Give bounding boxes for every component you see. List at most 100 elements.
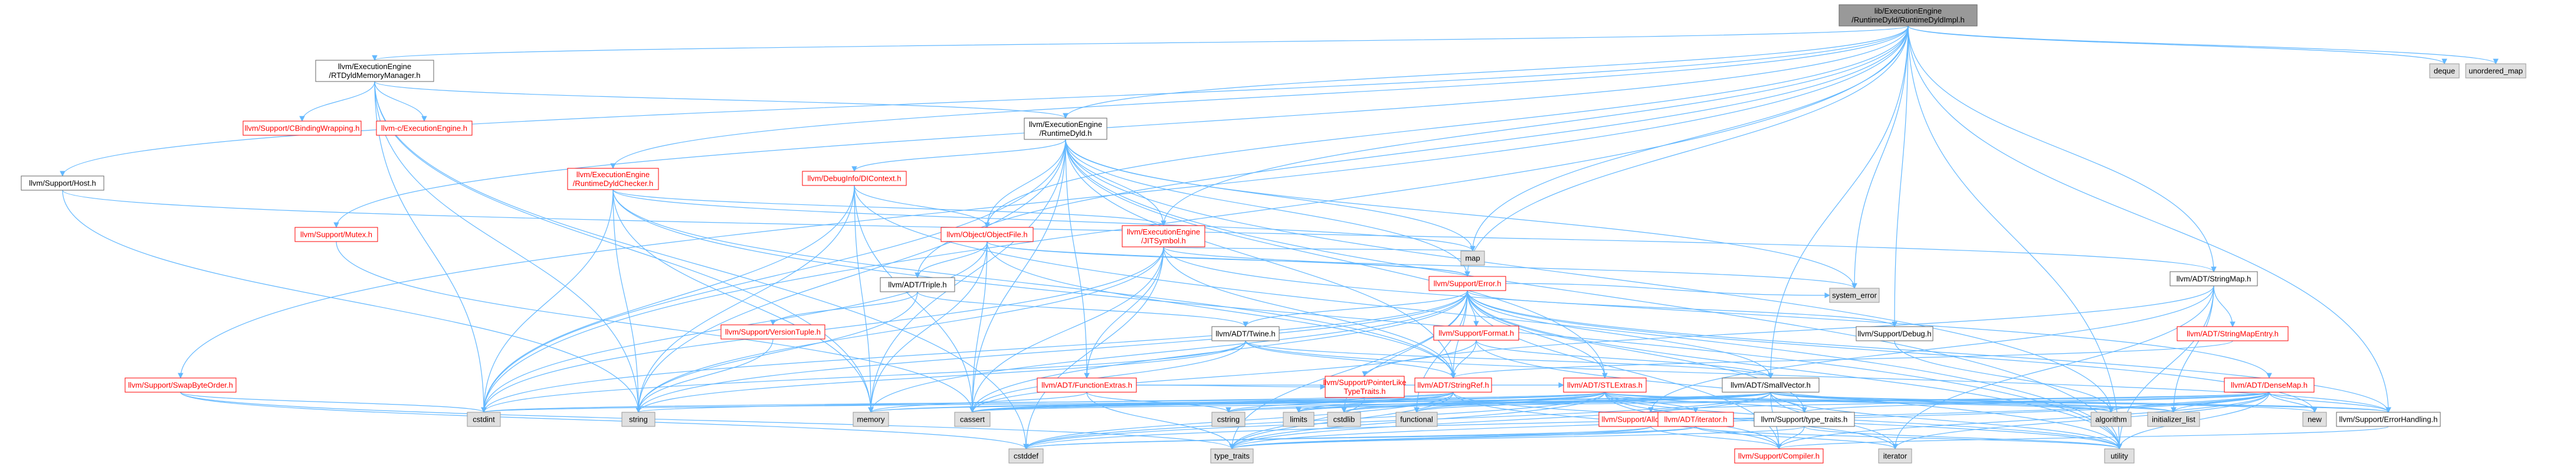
node-label: llvm/Support/Debug.h [1857,330,1931,338]
node-map: map [1460,250,1485,266]
node-box [315,60,434,82]
node-mutex[interactable]: llvm/Support/Mutex.h [294,227,378,242]
node-label: string [629,415,648,424]
edge-errorhandling-to-compiler [1776,426,2389,449]
node-label: llvm/Support/PointerLike [1323,378,1407,387]
node-host[interactable]: llvm/Support/Host.h [21,175,104,191]
edge-jitsymbol-to-densemap [1163,246,2272,379]
edge-densemap-to-algorithm [2108,392,2270,413]
node-compiler[interactable]: llvm/Support/Compiler.h [1734,448,1824,464]
node-label: llvm/Support/SwapByteOrder.h [128,381,233,390]
edge-rtdyldmm-to-string [374,81,641,413]
node-box [2224,377,2315,393]
edge-dicontext-to-utility [854,185,2122,449]
node-objectfile[interactable]: llvm/Object/ObjectFile.h [940,227,1034,242]
node-label: llvm/Support/Compiler.h [1738,452,1820,461]
node-label: llvm/DebugInfo/DIContext.h [808,174,902,183]
edge-runtimedyld-to-dicontext [851,139,1066,172]
node-label: system_error [1832,291,1877,300]
edge-format-to-stringref [1450,340,1477,379]
node-smallvector[interactable]: llvm/ADT/SmallVector.h [1722,377,1820,393]
edge-twine-to-cstdint [481,340,1246,413]
edge-focus-to-swapbyteorder [178,25,1909,379]
node-typetraits-h[interactable]: llvm/Support/type_traits.h [1754,412,1855,427]
node-box [1210,448,1254,464]
node-stlextras[interactable]: llvm/ADT/STLExtras.h [1563,377,1647,393]
edge-stlextras-to-limits [1296,392,1605,413]
node-triple[interactable]: llvm/ADT/Triple.h [880,277,955,292]
node-error[interactable]: llvm/Support/Error.h [1428,276,1506,291]
edge-focus-to-jitsymbol [1161,25,1909,226]
node-label: llvm/ADT/SmallVector.h [1731,381,1811,390]
node-stringmapentry[interactable]: llvm/ADT/StringMapEntry.h [2177,326,2289,341]
node-stringref[interactable]: llvm/ADT/StringRef.h [1414,377,1492,393]
edge-smallvector-to-memory [868,392,1771,413]
edge-error-to-utility [1467,290,2122,449]
edge-functionextras-to-pointerlike [1136,384,1326,390]
node-adtiterator[interactable]: llvm/ADT/iterator.h [1657,412,1734,427]
edge-densemap-to-iterator [1892,392,2270,449]
node-densemap[interactable]: llvm/ADT/DenseMap.h [2224,377,2315,393]
node-stringmap[interactable]: llvm/ADT/StringMap.h [2169,271,2258,286]
node-label: llvm/Object/ObjectFile.h [946,230,1027,239]
edge-adtiterator-to-type_traits [1229,426,1696,449]
node-errorhandling[interactable]: llvm/Support/ErrorHandling.h [2336,412,2441,427]
node-format[interactable]: llvm/Support/Format.h [1433,325,1519,341]
edge-objectfile-to-memory [868,241,988,413]
node-box [2104,448,2135,464]
node-swapbyteorder[interactable]: llvm/Support/SwapByteOrder.h [124,377,237,393]
node-label: llvm/ADT/StringMap.h [2177,275,2251,283]
node-runtimedyld[interactable]: llvm/ExecutionEngine/RuntimeDyld.h [1024,118,1107,140]
edge-adtiterator-to-cstddef [1023,426,1696,449]
node-label: llvm/ExecutionEngine [1127,227,1200,236]
edge-stlextras-to-utility [1604,392,2122,449]
edge-dicontext-to-cassert [854,185,975,413]
edge-smallvector-to-utility [1770,392,2122,449]
node-box [1878,448,1912,464]
edge-error-to-cstdint [481,290,1468,413]
node-versiontuple[interactable]: llvm/Support/VersionTuple.h [720,324,825,340]
edge-objectfile-to-system_error [987,241,1857,289]
node-box [1414,377,1492,393]
node-box [1856,326,1933,341]
edge-stlextras-to-typetraits_h [1604,392,1807,413]
node-jitsymbol[interactable]: llvm/ExecutionEngine/JITSymbol.h [1122,225,1205,247]
node-memory: memory [853,412,889,427]
node-debug[interactable]: llvm/Support/Debug.h [1856,326,1933,341]
edge-dicontext-to-cstdint [481,185,855,413]
edge-runtimedyld-to-error [1065,139,1470,277]
node-functionextras[interactable]: llvm/ADT/FunctionExtras.h [1037,377,1137,393]
node-label: llvm-c/ExecutionEngine.h [381,124,467,133]
node-box [1325,376,1405,398]
edge-focus-to-rtdyldmm [372,25,1909,61]
node-box [1395,412,1438,427]
edge-runtimedyld-to-stlextras [1065,139,1608,379]
node-checker[interactable]: llvm/ExecutionEngine/RuntimeDyldChecker.… [567,168,659,190]
node-dicontext[interactable]: llvm/DebugInfo/DIContext.h [802,171,907,186]
node-cexec[interactable]: llvm-c/ExecutionEngine.h [376,120,473,136]
node-label: llvm/ADT/Triple.h [888,281,946,289]
edge-runtimedyld-to-objectfile [984,139,1066,228]
node-label: llvm/Support/type_traits.h [1761,415,1848,424]
node-cbinding[interactable]: llvm/Support/CBindingWrapping.h [242,120,362,136]
edge-focus-to-map [1470,25,1909,252]
edge-allocatorbase-to-compiler [1650,426,1782,449]
node-label: llvm/Support/Format.h [1438,329,1514,338]
edge-focus-to-runtimedyld [1063,25,1909,119]
node-cstdlib: cstdlib [1327,412,1361,427]
edge-focus-to-checker [610,25,1909,169]
node-rtdyldmm[interactable]: llvm/ExecutionEngine/RTDyldMemoryManager… [315,60,434,82]
node-label: /RuntimeDyld.h [1040,129,1092,138]
edge-swapbyteorder-to-type_traits [180,392,1235,449]
node-label: map [1465,254,1480,263]
edge-focus-to-errorhandling [1908,25,2391,413]
edge-dicontext-to-objectfile [854,185,990,228]
node-twine[interactable]: llvm/ADT/Twine.h [1211,326,1280,341]
node-box [124,377,237,393]
node-label: llvm/Support/Mutex.h [300,230,372,239]
node-box [853,412,889,427]
node-box [1657,412,1734,427]
edge-objectfile-to-triple [915,241,988,278]
